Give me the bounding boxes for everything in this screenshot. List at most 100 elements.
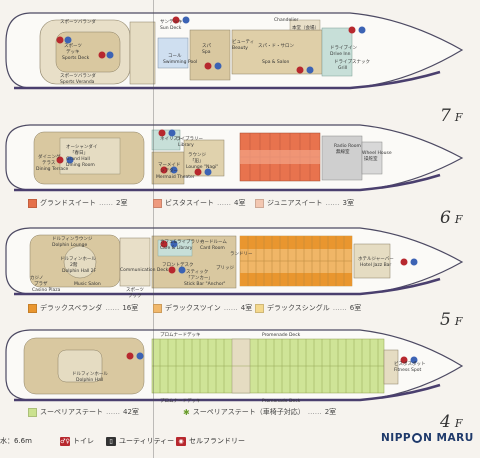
legend-swatch: [153, 303, 162, 313]
utility-icon: ▯: [106, 436, 116, 446]
legend-swatch: [255, 198, 264, 208]
room-label-6f-7: ネイリスト: [160, 137, 183, 142]
room-label-5f-0: ドルフィンラウンジ: [52, 237, 93, 242]
wheelchair-star-icon: ✱: [183, 407, 190, 417]
room-label-7f-13: Beauty: [232, 46, 248, 51]
room-label-7f-20: ドライプスナック: [334, 60, 370, 65]
room-label-4f-7: Fitness Spot: [394, 368, 422, 373]
legend-count: 3室: [342, 199, 354, 207]
legend-item-5f-0: デラックスベランダ……16室: [28, 303, 138, 313]
binding-line: [153, 0, 154, 458]
legend-swatch: [255, 303, 264, 313]
room-label-6f-15: Lounge "Nagi": [186, 165, 219, 170]
legend-count: 4室: [240, 304, 253, 312]
facility-markers: [56, 16, 418, 364]
legend-swatch: [28, 407, 37, 417]
room-label-5f-23: Hotel Jazz Bar: [360, 263, 392, 268]
room-label-7f-9: Swimming Pool: [163, 60, 198, 65]
room-label-6f-16: Radio Room: [334, 144, 361, 149]
room-label-4f-1: Promenade Deck: [262, 333, 301, 338]
room-label-4f-4: ドルフィンホール: [72, 372, 108, 377]
room-label-7f-6: サンデッキ: [160, 20, 183, 25]
legend-leader-dots: ……: [332, 304, 347, 312]
room-label-5f-12: カードルーム: [200, 240, 227, 245]
room-label-5f-13: Card Room: [200, 246, 225, 251]
room-label-6f-5: Grand Hall: [66, 157, 90, 162]
legend-item-6f-2: ジュニアスイート……3室: [255, 198, 354, 208]
logo-ring-icon: [412, 433, 423, 443]
legend-count: 42室: [123, 408, 139, 416]
legend-leader-dots: ……: [223, 304, 238, 312]
legend-swatch: [28, 303, 37, 313]
legend-label: デラックスシングル: [267, 304, 330, 312]
room-label-6f-17: 無線室: [336, 150, 350, 155]
room-label-6f-3: オーシャンダイ: [66, 145, 98, 150]
room-label-6f-18: Wheel House: [362, 151, 392, 156]
room-label-7f-12: ビューティ: [232, 40, 255, 45]
room-label-6f-10: マーメイド: [158, 163, 181, 168]
legend-item-4f-0: スーペリアステート……42室: [28, 407, 139, 417]
room-label-5f-1: Dolphin Lounge: [52, 243, 88, 248]
room-label-7f-8: コール: [168, 54, 182, 59]
room-label-7f-16: Chandelier: [274, 18, 299, 23]
room-label-7f-17: 本堂（会場）: [292, 26, 319, 31]
room-label-7f-0: スポーツバランダ: [60, 20, 96, 25]
room-label-5f-18: Stick Bar "Anchor": [184, 282, 226, 287]
room-label-5f-11: Cafe & Library: [160, 246, 193, 251]
room-label-5f-16: スティック: [186, 270, 209, 275]
room-label-5f-14: スポーツ: [126, 288, 144, 293]
room-label-6f-1: テラス: [42, 161, 56, 166]
room-label-7f-7: Sun Deck: [160, 26, 182, 31]
room-label-6f-9: Library: [178, 143, 194, 148]
laundry-key: ◉ セルフランドリー: [176, 436, 245, 446]
deck-7f-hull: [5, 12, 464, 90]
room-label-7f-1: スポーツ: [64, 44, 82, 49]
deck-5f-hull: [5, 227, 464, 296]
room-label-6f-0: ダイニング: [38, 155, 61, 160]
deck-6f-hull: [5, 124, 464, 192]
room-label-6f-13: ラウンジ: [188, 153, 206, 158]
room-label-7f-18: ドライブイン: [330, 46, 357, 51]
legend-leader-dots: ……: [105, 304, 120, 312]
legend-leader-dots: ……: [307, 408, 322, 416]
room-label-5f-10: カフェ&ライブラリー: [160, 240, 205, 245]
room-label-5f-20: ブリッジ: [216, 266, 234, 271]
draft-note: 水：6.6m: [0, 437, 32, 445]
legend-label: デラックスベランダ: [40, 304, 103, 312]
legend-count: 2室: [116, 199, 128, 207]
room-label-5f-3: 2階: [70, 263, 78, 268]
legend-item-4f-1: ✱スーペリアステート（車椅子対応）……2室: [183, 407, 336, 417]
legend-count: 16室: [122, 304, 139, 312]
toilet-icon: ♂♀: [60, 436, 70, 446]
room-label-6f-12: Mermaid Theater: [156, 175, 195, 180]
deck-4f-cabins: [151, 338, 385, 394]
room-label-6f-11: シアター: [160, 169, 178, 174]
room-label-7f-5: Sports Veranda: [60, 80, 95, 85]
room-label-5f-5: カジノ: [30, 276, 44, 281]
room-label-5f-2: ドルフィンホール: [60, 257, 96, 262]
legend-count: 4室: [234, 199, 246, 207]
deck-6f-suites: [239, 132, 321, 182]
room-label-4f-0: プロムナードデッキ: [160, 333, 201, 338]
room-label-4f-6: ビスポスポット: [394, 362, 426, 367]
room-label-5f-8: Music Salon: [74, 282, 101, 287]
legend-label: グランドスイート: [40, 199, 96, 207]
legend-leader-dots: ……: [99, 199, 113, 207]
legend-label: スーペリアステート（車椅子対応）: [192, 408, 305, 416]
room-label-7f-19: Drive Inn: [330, 52, 351, 57]
legend-label: ジュニアスイート: [267, 199, 323, 207]
room-label-7f-21: Grill: [338, 66, 348, 71]
toilet-key: ♂♀ トイレ: [60, 436, 94, 446]
legend-item-5f-1: デラックスツイン……4室: [153, 303, 252, 313]
deck-5f-cabins: [239, 235, 353, 287]
legend-item-6f-1: ビスタスイート……4室: [153, 198, 245, 208]
legend-label: デラックスツイン: [165, 304, 221, 312]
room-label-4f-5: Dolphin Hall: [76, 378, 104, 383]
room-label-7f-10: スパ: [202, 44, 211, 49]
room-label-7f-4: スポーツバランダ: [60, 74, 96, 79]
deck-4f-hull: [5, 329, 464, 402]
